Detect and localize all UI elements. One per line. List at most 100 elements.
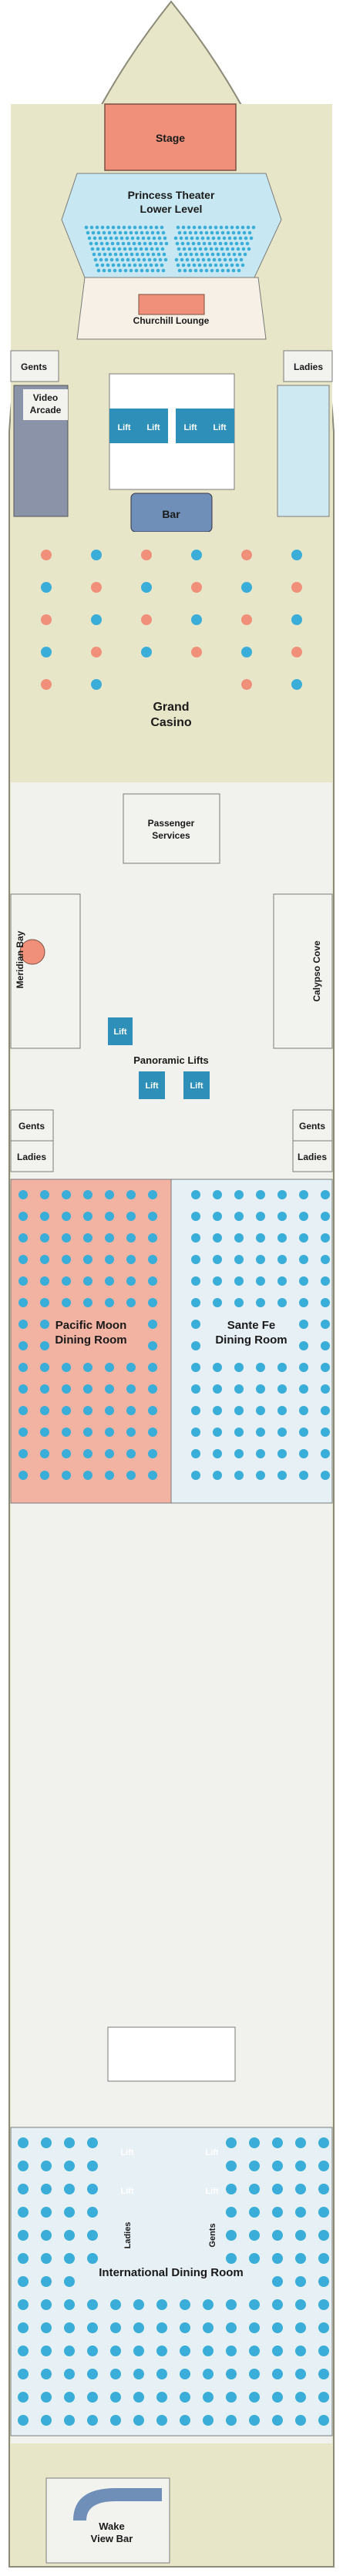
theater-seat (188, 230, 193, 235)
theater-seat (98, 236, 103, 240)
international-table (295, 2392, 306, 2403)
dining-table (126, 1190, 136, 1199)
dining-table (256, 1298, 265, 1307)
theater-seat (214, 247, 219, 251)
theater-seat (151, 252, 156, 257)
dining-table (148, 1320, 157, 1329)
theater-seat (195, 236, 200, 240)
theater-seat (144, 247, 149, 251)
theater-seat (153, 241, 158, 246)
dining-table (40, 1363, 49, 1372)
restroom-ladies-2[interactable] (10, 1140, 54, 1172)
stage[interactable] (104, 103, 237, 171)
theater-seat (192, 263, 197, 267)
international-table (156, 2392, 167, 2403)
dining-table (40, 1471, 49, 1480)
theater-seat (161, 230, 166, 235)
santefe-dining[interactable] (170, 1179, 333, 1504)
dining-table (299, 1406, 308, 1415)
dining-table (277, 1190, 287, 1199)
international-table (203, 2346, 214, 2356)
international-table (41, 2161, 52, 2171)
panoramic-lift-2[interactable] (139, 1071, 165, 1099)
dining-table (62, 1449, 71, 1458)
lift-1[interactable] (109, 409, 139, 443)
lift-2[interactable] (139, 409, 168, 443)
international-table (318, 2137, 329, 2148)
international-table (110, 2392, 121, 2403)
theater-seat (218, 241, 223, 246)
theater-seat (161, 268, 166, 273)
meridian-bay[interactable] (10, 893, 81, 1049)
theater-seat (185, 257, 190, 262)
panoramic-lift-1[interactable] (108, 1017, 133, 1045)
wake-area (11, 2443, 332, 2565)
international-table (226, 2392, 237, 2403)
restroom-ladies-1[interactable] (283, 350, 333, 382)
passenger-services[interactable] (123, 793, 220, 864)
theater-seat (200, 252, 204, 257)
dining-table (105, 1276, 114, 1286)
theater-seat (131, 257, 136, 262)
restroom-gents-3[interactable] (292, 1109, 333, 1142)
international-table (226, 2161, 237, 2171)
international-table (133, 2369, 144, 2379)
theater-seat (204, 230, 209, 235)
dining-table (321, 1449, 330, 1458)
international-table (295, 2137, 306, 2148)
international-dining[interactable] (10, 2127, 333, 2436)
dining-table (18, 1384, 28, 1394)
international-table (249, 2230, 260, 2241)
international-table (110, 2415, 121, 2426)
theater-seat (93, 257, 98, 262)
theater-seat (89, 241, 93, 246)
international-table (156, 2346, 167, 2356)
video-arcade-label-box (23, 389, 68, 420)
lift-4[interactable] (205, 409, 234, 443)
dining-table (256, 1212, 265, 1221)
international-table (64, 2346, 75, 2356)
theater-seat (237, 268, 241, 273)
lift-label-8: Lift (120, 2148, 133, 2157)
international-table (87, 2207, 98, 2218)
restroom-gents-1[interactable] (10, 350, 59, 382)
international-table (87, 2369, 98, 2379)
calypso-cove[interactable] (273, 893, 333, 1049)
dining-table (126, 1406, 136, 1415)
international-table (226, 2415, 237, 2426)
international-table (295, 2161, 306, 2171)
theater-label-1: Princess Theater (128, 189, 215, 201)
theater-seat (209, 247, 214, 251)
gents-label-aft: Gents (208, 2223, 217, 2247)
dining-table (256, 1255, 265, 1264)
dining-table (234, 1449, 244, 1458)
lift-3[interactable] (176, 409, 205, 443)
international-table (272, 2230, 283, 2241)
theater-seat (108, 252, 113, 257)
theater-seat (99, 241, 104, 246)
dining-table (105, 1363, 114, 1372)
theater-seat (229, 241, 234, 246)
pacific-moon-dining[interactable] (10, 1179, 172, 1504)
dining-tables (18, 1190, 330, 1480)
theater-seat (145, 268, 150, 273)
theater-seat (117, 247, 122, 251)
theater-seat (234, 257, 238, 262)
restroom-ladies-3[interactable] (292, 1140, 333, 1172)
dining-table (321, 1276, 330, 1286)
theater-seat (132, 241, 136, 246)
dining-table (256, 1363, 265, 1372)
lift-label-10: Lift (205, 2148, 218, 2157)
theater-seat (138, 225, 143, 230)
dining-table (321, 1471, 330, 1480)
theater-seat (237, 230, 241, 235)
panoramic-lift-3[interactable] (183, 1071, 210, 1099)
dining-table (18, 1428, 28, 1437)
theater-seat (154, 263, 159, 267)
international-table (272, 2346, 283, 2356)
theater-seat (216, 252, 220, 257)
theater-seat (231, 268, 236, 273)
dining-table (213, 1233, 222, 1243)
dining-table (321, 1320, 330, 1329)
theater-seat (123, 247, 127, 251)
